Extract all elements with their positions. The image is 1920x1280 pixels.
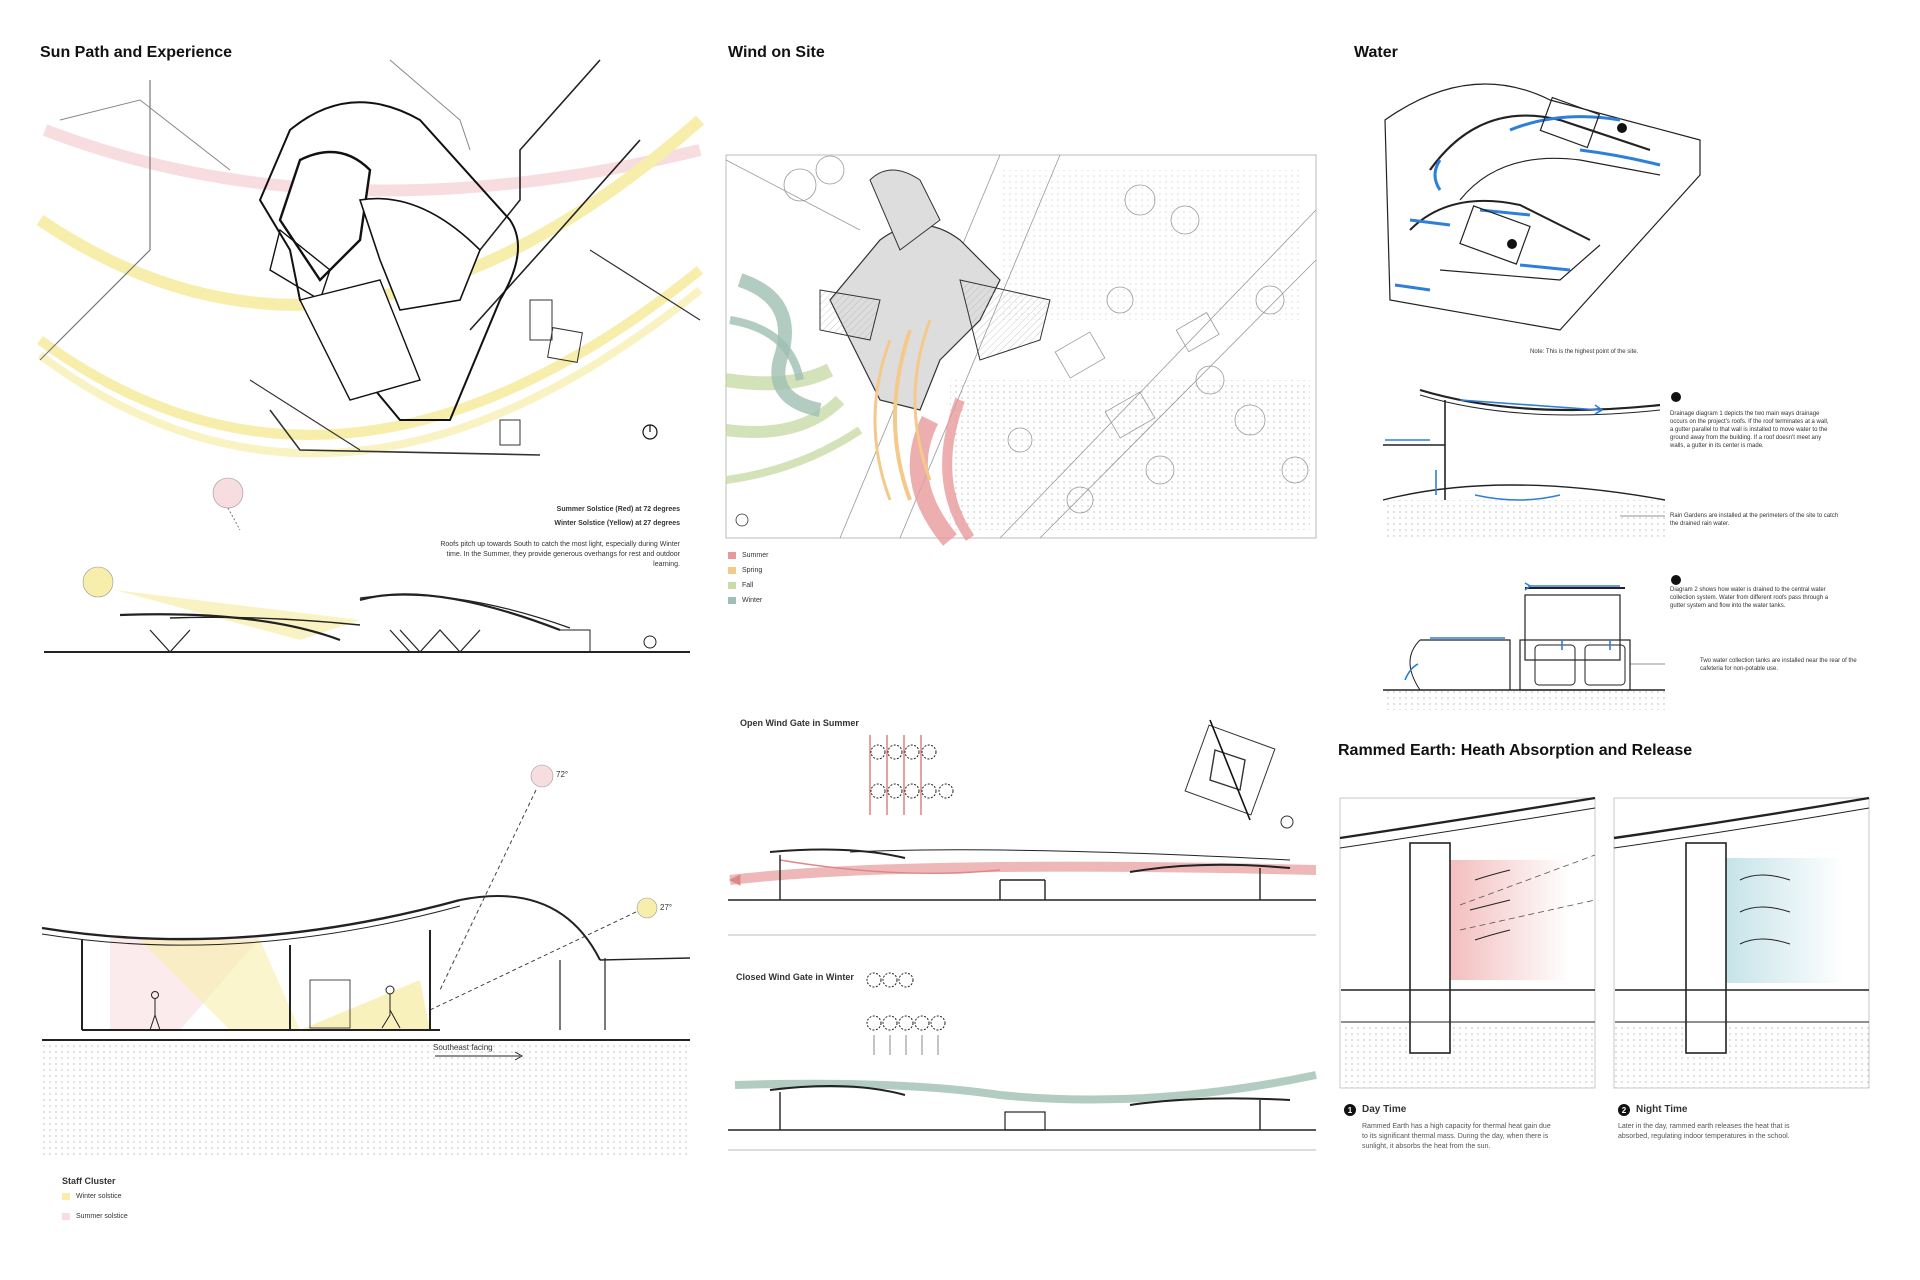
closed-wind-gate-label: Closed Wind Gate in Winter	[736, 972, 854, 982]
winter-solstice-text: Winter Solstice (Yellow) at 27 degrees	[554, 520, 680, 527]
sun-section-small	[44, 566, 690, 653]
drainage-diagram-2-text: Diagram 2 shows how water is drained to …	[1670, 587, 1829, 609]
roof-description: Roofs pitch up towards South to catch th…	[440, 541, 680, 568]
sun-path-plan	[36, 59, 704, 458]
rammed-earth-night	[1613, 796, 1870, 1089]
wind-legend-winter: Winter	[728, 597, 762, 604]
water-title: Water	[1354, 44, 1398, 61]
southeast-facing-label: Southeast facing	[433, 1043, 493, 1052]
water-drainage-section-2	[1383, 582, 1665, 710]
wind-gate-open	[728, 735, 1317, 936]
legend-swatch	[62, 1213, 70, 1220]
legend-swatch	[728, 552, 736, 559]
night-time-text: Later in the day, rammed earth releases …	[1618, 1123, 1790, 1140]
day-time-text: Rammed Earth has a high capacity for the…	[1362, 1123, 1551, 1150]
water-tanks-text: Two water collection tanks are installed…	[1700, 658, 1857, 672]
wind-site-map	[724, 154, 1317, 546]
wind-legend-fall: Fall	[728, 582, 753, 589]
legend-swatch	[62, 1193, 70, 1200]
staff-cluster-legend-title: Staff Cluster	[62, 1176, 116, 1186]
summer-sun-icon	[212, 477, 244, 509]
water-drainage-section-1	[1382, 388, 1666, 540]
drainage-diagram-1-text: Drainage diagram 1 depicts the two main …	[1670, 411, 1829, 449]
highest-point-note: Note: This is the highest point of the s…	[1530, 349, 1639, 355]
legend-summer-solstice: Summer solstice	[62, 1213, 128, 1220]
wind-legend-spring: Spring	[728, 567, 762, 574]
rain-gardens-text: Rain Gardens are installed at the perime…	[1670, 513, 1839, 527]
staff-cluster-section	[41, 764, 691, 1155]
wind-title: Wind on Site	[728, 44, 825, 61]
day-time-title: Day Time	[1362, 1104, 1407, 1115]
rammed-earth-day	[1339, 796, 1596, 1089]
legend-swatch	[728, 597, 736, 604]
legend-swatch	[728, 582, 736, 589]
open-wind-gate-label: Open Wind Gate in Summer	[740, 718, 859, 728]
wind-gate-key-plan	[1184, 719, 1294, 829]
angle-27-label: 27°	[660, 903, 673, 912]
wind-legend-summer: Summer	[728, 552, 768, 559]
night-number-badge: 2	[1618, 1104, 1630, 1116]
rammed-earth-title: Rammed Earth: Heath Absorption and Relea…	[1338, 742, 1693, 759]
angle-72-label: 72°	[556, 770, 569, 779]
night-time-title: Night Time	[1636, 1104, 1688, 1115]
sun-path-title: Sun Path and Experience	[40, 44, 233, 61]
summer-solstice-text: Summer Solstice (Red) at 72 degrees	[556, 506, 680, 513]
legend-winter-solstice: Winter solstice	[62, 1193, 122, 1200]
legend-swatch	[728, 567, 736, 574]
wind-gate-closed	[728, 972, 1317, 1151]
day-number-badge: 1	[1344, 1104, 1356, 1116]
water-axonometric	[1384, 83, 1701, 331]
